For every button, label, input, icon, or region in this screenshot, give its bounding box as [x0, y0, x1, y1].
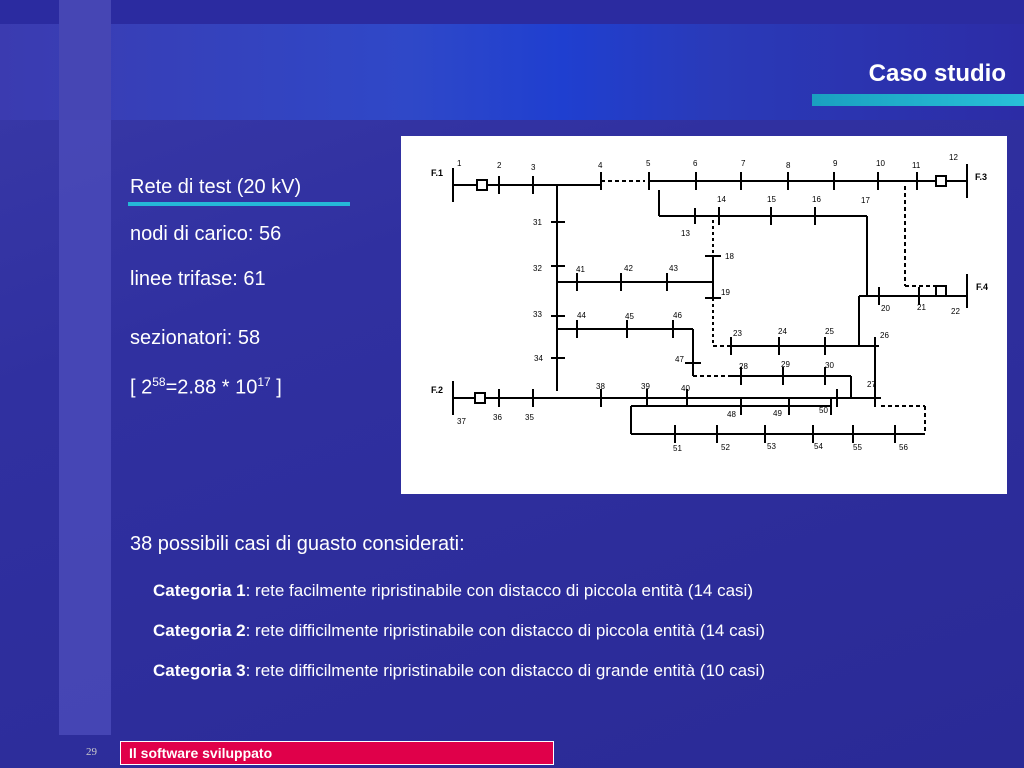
svg-text:1: 1	[457, 159, 462, 168]
svg-text:11: 11	[912, 161, 921, 170]
top-band	[0, 0, 1024, 24]
svg-text:29: 29	[781, 360, 790, 369]
svg-text:35: 35	[525, 413, 534, 422]
svg-text:4: 4	[598, 161, 603, 170]
svg-text:39: 39	[641, 382, 650, 391]
feeder-f4-label: F.4	[976, 282, 988, 292]
svg-text:24: 24	[778, 327, 787, 336]
svg-text:12: 12	[949, 153, 958, 162]
network-diagram: 1 2 3 4 5 6 7 8 9 10 11 12 13 14 15 16 1…	[401, 136, 1007, 494]
svg-text:10: 10	[876, 159, 885, 168]
category-2-line: Categoria 2: rete difficilmente ripristi…	[153, 621, 765, 640]
svg-text:45: 45	[625, 312, 634, 321]
category-1-line: Categoria 1: rete facilmente ripristinab…	[153, 581, 753, 600]
svg-text:6: 6	[693, 159, 698, 168]
svg-text:26: 26	[880, 331, 889, 340]
network-diagram-svg: 1 2 3 4 5 6 7 8 9 10 11 12 13 14 15 16 1…	[431, 153, 988, 453]
three-phase-lines-label: linee trifase: 61	[130, 268, 266, 290]
svg-text:56: 56	[899, 443, 908, 452]
svg-text:9: 9	[833, 159, 838, 168]
svg-text:22: 22	[951, 307, 960, 316]
test-network-underline	[128, 202, 350, 206]
svg-text:42: 42	[624, 264, 633, 273]
svg-text:13: 13	[681, 229, 690, 238]
switches-label: sezionatori: 58	[130, 327, 261, 349]
load-nodes-label: nodi di carico: 56	[130, 223, 282, 245]
svg-text:47: 47	[675, 355, 684, 364]
svg-text:16: 16	[812, 195, 821, 204]
slide-title: Caso studio	[868, 60, 1006, 87]
svg-text:17: 17	[861, 196, 870, 205]
svg-text:31: 31	[533, 218, 542, 227]
svg-text:23: 23	[733, 329, 742, 338]
svg-text:32: 32	[533, 264, 542, 273]
footer-section-label: Il software sviluppato	[120, 741, 554, 765]
svg-text:33: 33	[533, 310, 542, 319]
svg-text:5: 5	[646, 159, 651, 168]
svg-text:38: 38	[596, 382, 605, 391]
svg-text:25: 25	[825, 327, 834, 336]
feeder-f1-label: F.1	[431, 168, 443, 178]
svg-text:51: 51	[673, 444, 682, 453]
svg-text:49: 49	[773, 409, 782, 418]
svg-text:53: 53	[767, 442, 776, 451]
svg-text:37: 37	[457, 417, 466, 426]
vertical-stripe	[59, 0, 111, 735]
fault-cases-heading: 38 possibili casi di guasto considerati:	[130, 533, 465, 555]
title-accent-bar	[812, 94, 1024, 106]
svg-text:3: 3	[531, 163, 536, 172]
page-number: 29	[86, 746, 97, 758]
svg-text:52: 52	[721, 443, 730, 452]
svg-text:28: 28	[739, 362, 748, 371]
svg-text:43: 43	[669, 264, 678, 273]
svg-text:7: 7	[741, 159, 746, 168]
combinations-label: [ 258=2.88 * 1017 ]	[130, 375, 282, 399]
svg-text:50: 50	[819, 406, 828, 415]
vertical-stripe-top	[59, 0, 111, 120]
svg-text:30: 30	[825, 361, 834, 370]
svg-text:44: 44	[577, 311, 586, 320]
svg-text:54: 54	[814, 442, 823, 451]
svg-text:27: 27	[867, 380, 876, 389]
svg-text:18: 18	[725, 252, 734, 261]
svg-text:21: 21	[917, 303, 926, 312]
svg-text:19: 19	[721, 288, 730, 297]
test-network-label: Rete di test (20 kV)	[130, 176, 302, 198]
svg-text:8: 8	[786, 161, 791, 170]
svg-text:55: 55	[853, 443, 862, 452]
feeder-f3-label: F.3	[975, 172, 987, 182]
svg-text:36: 36	[493, 413, 502, 422]
svg-text:14: 14	[717, 195, 726, 204]
svg-text:40: 40	[681, 384, 690, 393]
svg-text:48: 48	[727, 410, 736, 419]
feeder-f2-label: F.2	[431, 385, 443, 395]
svg-text:46: 46	[673, 311, 682, 320]
svg-text:41: 41	[576, 265, 585, 274]
svg-text:20: 20	[881, 304, 890, 313]
category-3-line: Categoria 3: rete difficilmente ripristi…	[153, 661, 765, 680]
svg-text:15: 15	[767, 195, 776, 204]
svg-text:34: 34	[534, 354, 543, 363]
svg-text:2: 2	[497, 161, 502, 170]
